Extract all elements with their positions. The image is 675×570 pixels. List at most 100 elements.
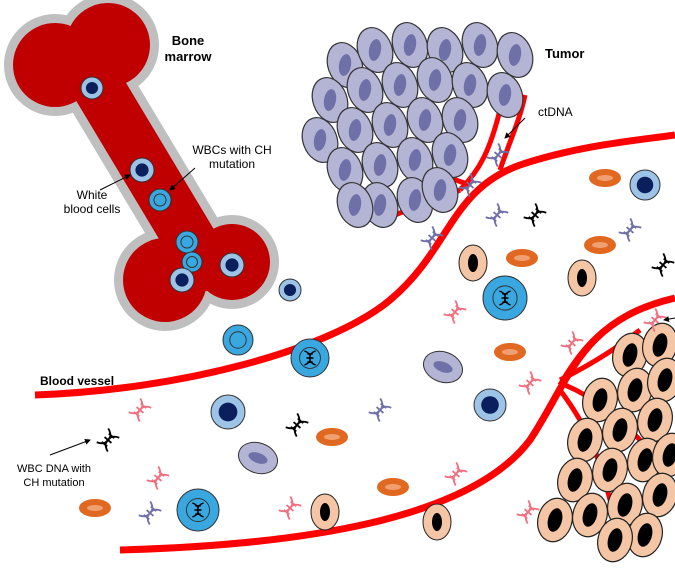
tumor-cell	[557, 457, 593, 503]
label-wbc-dna-ch: WBC DNA with CH mutation	[17, 463, 91, 489]
ctdna-fragment	[138, 501, 162, 525]
tumor-cell	[441, 97, 479, 143]
tumor-cell	[421, 167, 459, 213]
ctdna-fragment	[486, 143, 510, 167]
normal-dna-fragment	[444, 462, 468, 486]
wbc-ch-mutation	[482, 275, 528, 321]
tumor-cell	[396, 137, 434, 183]
tumor-cell	[647, 357, 675, 403]
tumor-cell	[582, 377, 618, 423]
tumor-cell	[461, 22, 499, 68]
tumor-cell-circulating	[238, 441, 278, 475]
tumor-cell	[486, 72, 524, 118]
tumor-cell	[451, 62, 489, 108]
wbc-ch-mutation	[181, 251, 203, 273]
ch-dna-fragment	[96, 428, 120, 452]
white-blood-cell	[219, 252, 245, 278]
white-blood-cell	[278, 278, 302, 302]
tumor-cell	[431, 132, 469, 178]
annotation-arrow	[49, 438, 91, 456]
ch-dna-fragment	[285, 413, 309, 437]
tumor-cell	[637, 397, 673, 443]
white-blood-cell	[169, 267, 195, 293]
normal-dna-fragment	[516, 500, 540, 524]
tumor-blood-vessel	[497, 94, 528, 171]
label-white-blood-cells: White blood cells	[63, 188, 121, 216]
tumor-blood-vessel	[557, 317, 622, 387]
wbc-ch-mutation	[175, 230, 199, 254]
ch-dna-fragment	[651, 253, 675, 277]
tumor-cell	[356, 27, 394, 73]
annotation-arrows	[49, 117, 675, 456]
label-wbcs-ch: WBCs with CH mutation	[192, 143, 272, 171]
tumor-cell	[537, 497, 573, 543]
tumor-cell	[371, 102, 409, 148]
tumor-cell	[346, 67, 384, 113]
tumor-cell	[627, 437, 663, 483]
normal-dna-fragment	[560, 331, 584, 355]
annotation-arrow	[99, 174, 131, 191]
label-blood-vessel: Blood vessel	[40, 374, 115, 388]
tumor-cell	[572, 492, 608, 538]
tumor-cell	[607, 482, 643, 528]
tumor-cell-circulating	[422, 503, 452, 541]
annotation-arrow	[663, 316, 675, 323]
red-blood-cell	[494, 343, 526, 361]
red-blood-cell	[79, 499, 111, 517]
tumor-cell	[381, 62, 419, 108]
tumor-cell	[496, 32, 534, 78]
ctdna-fragment	[485, 203, 509, 227]
vessel-wall	[34, 131, 675, 399]
ctdna-fragment	[368, 398, 392, 422]
wbc-ch-mutation	[148, 188, 172, 212]
white-blood-cell	[629, 169, 661, 201]
tumor-cell-circulating	[567, 259, 597, 297]
red-blood-cell	[506, 249, 538, 267]
tumor-cell	[592, 447, 628, 493]
vessel-wall	[543, 150, 555, 260]
red-blood-cell	[584, 236, 616, 254]
red-blood-cell	[316, 428, 348, 446]
ctdna-fragment	[618, 218, 642, 242]
label-ctdna: ctDNA	[538, 105, 573, 119]
red-blood-cell	[589, 169, 621, 187]
white-blood-cell	[473, 388, 507, 422]
white-blood-cell	[210, 394, 246, 430]
wbc-ch-mutation	[222, 324, 254, 356]
red-blood-cell	[377, 478, 409, 496]
label-tumor: Tumor	[545, 46, 585, 61]
tumor-cell	[597, 517, 633, 563]
normal-dna-fragment	[146, 466, 170, 490]
ch-dna-fragment	[523, 203, 547, 227]
tumor-cell	[642, 322, 675, 368]
tumor-cell	[336, 107, 374, 153]
tumor-cell-circulating	[458, 244, 488, 282]
tumor-cell-circulating	[423, 350, 463, 384]
normal-dna-fragment	[278, 496, 302, 520]
tumor-cell	[602, 407, 638, 453]
wbc-ch-mutation	[290, 338, 330, 378]
annotation-arrow	[169, 167, 196, 191]
tumor-cell	[391, 22, 429, 68]
tumor-cell-circulating	[310, 493, 340, 531]
normal-dna-fragment	[128, 398, 152, 422]
white-blood-cell	[129, 157, 155, 183]
ctdna-fragment	[420, 226, 444, 250]
tumor-cell	[612, 332, 648, 378]
normal-dna-fragment	[518, 371, 542, 395]
wbc-ch-mutation	[176, 488, 220, 532]
blood-cells	[79, 76, 675, 541]
label-bone-marrow: Bone marrow	[164, 33, 212, 64]
tumor-cell	[627, 512, 663, 558]
tumor-cell	[642, 472, 675, 518]
tumor-cell	[567, 417, 603, 463]
tumor-cluster	[301, 22, 534, 228]
tumor-cell	[336, 182, 374, 228]
normal-dna-fragment	[443, 300, 467, 324]
annotation-arrow	[504, 117, 526, 139]
tumor-cell	[326, 147, 364, 193]
tumor-cluster-2	[537, 317, 675, 563]
tumor-cell	[406, 97, 444, 143]
